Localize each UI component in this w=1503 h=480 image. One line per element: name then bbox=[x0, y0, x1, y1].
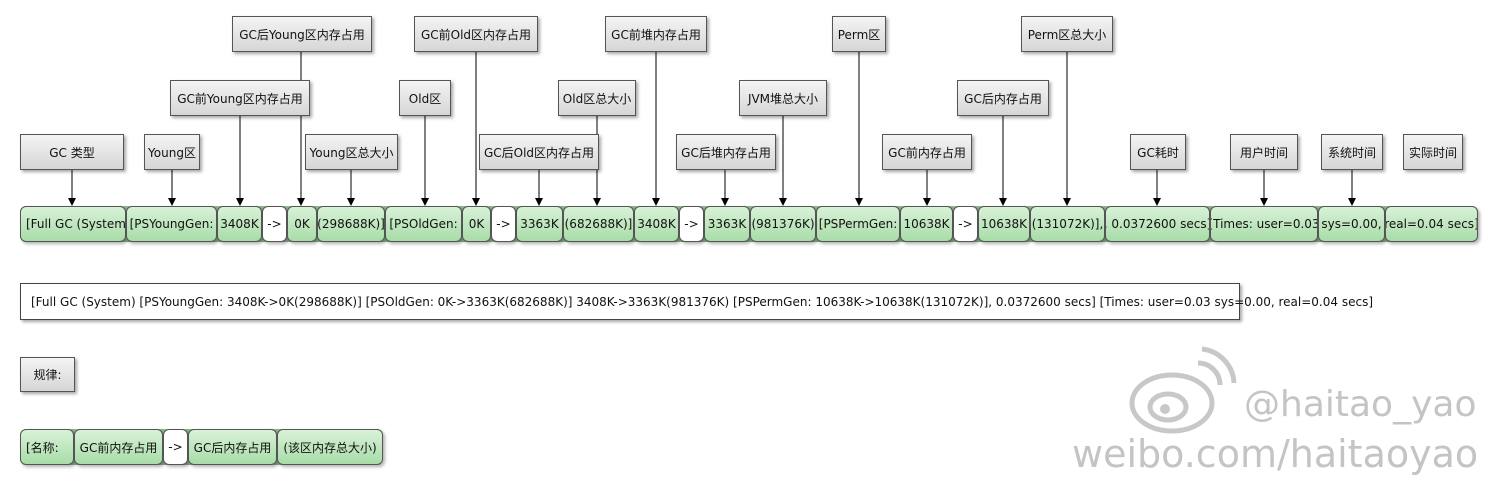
full-log-line: [Full GC (System) [PSYoungGen: 3408K->0K… bbox=[20, 283, 1373, 320]
rule-segment-arrow: -> bbox=[163, 429, 188, 465]
segment-perm-total: (131072K)], bbox=[1030, 206, 1105, 242]
label-gc-before-heap-usage: GC前堆内存占用 bbox=[605, 16, 707, 52]
label-gc-after-perm-usage: GC后内存占用 bbox=[957, 80, 1049, 116]
label-gc-before-old-usage: GC前Old区内存占用 bbox=[414, 16, 538, 52]
rule-segment-total: (该区内存总大小) bbox=[277, 429, 383, 465]
rule-segment-before: GC前内存占用 bbox=[74, 429, 163, 465]
segment-old-after: 3363K bbox=[516, 206, 563, 242]
segment-heap-before: 3408K bbox=[634, 206, 679, 242]
label-perm: Perm区 bbox=[832, 16, 886, 52]
label-old: Old区 bbox=[399, 80, 451, 116]
label-real-time: 实际时间 bbox=[1403, 134, 1463, 170]
segment-perm-before: 10638K bbox=[900, 206, 953, 242]
segment-gc-time: , 0.0372600 secs] bbox=[1105, 206, 1210, 242]
segment-arrow-heap: -> bbox=[679, 206, 704, 242]
label-gc-time: GC耗时 bbox=[1130, 134, 1186, 170]
segment-heap-total: (981376K) bbox=[750, 206, 816, 242]
segment-young-before: 3408K bbox=[217, 206, 262, 242]
segment-real-time: real=0.04 secs] bbox=[1385, 206, 1478, 242]
segment-psoldgen: [PSOldGen: bbox=[385, 206, 462, 242]
label-young-total: Young区总大小 bbox=[305, 134, 398, 170]
watermark-url: weibo.com/haitaoyao bbox=[1072, 432, 1479, 476]
label-gc-before-young-usage: GC前Young区内存占用 bbox=[170, 80, 310, 116]
segment-arrow-young: -> bbox=[262, 206, 287, 242]
label-gc-after-old-usage: GC后Old区内存占用 bbox=[479, 134, 599, 170]
label-gc-after-young-usage: GC后Young区内存占用 bbox=[232, 16, 372, 52]
label-young: Young区 bbox=[144, 134, 200, 170]
weibo-logo-icon bbox=[1129, 346, 1237, 434]
segment-psyounggen: [PSYoungGen: bbox=[126, 206, 217, 242]
rule-segment-name: [名称: bbox=[20, 429, 74, 465]
segment-user-time: [Times: user=0.03 bbox=[1210, 206, 1318, 242]
segment-old-before: 0K bbox=[462, 206, 491, 242]
segment-heap-after: 3363K bbox=[704, 206, 750, 242]
segment-arrow-perm: -> bbox=[953, 206, 978, 242]
segment-sys-time: sys=0.00, bbox=[1318, 206, 1385, 242]
label-gc-type: GC 类型 bbox=[20, 134, 124, 170]
watermark-handle: @haitao_yao bbox=[1244, 384, 1477, 425]
label-old-total: Old区总大小 bbox=[558, 80, 636, 116]
rule-segment-after: GC后内存占用 bbox=[188, 429, 277, 465]
label-perm-total: Perm区总大小 bbox=[1021, 16, 1113, 52]
segment-arrow-old: -> bbox=[491, 206, 516, 242]
label-user-time: 用户时间 bbox=[1230, 134, 1298, 170]
segment-young-after: 0K bbox=[287, 206, 317, 242]
segment-pspermgen: [PSPermGen: bbox=[816, 206, 900, 242]
segment-old-total: (682688K)] bbox=[563, 206, 634, 242]
label-gc-after-heap-usage: GC后堆内存占用 bbox=[676, 134, 776, 170]
label-sys-time: 系统时间 bbox=[1321, 134, 1383, 170]
label-jvm-heap-total: JVM堆总大小 bbox=[739, 80, 827, 116]
rule-label: 规律: bbox=[20, 357, 75, 392]
segment-full-gc: [Full GC (System) bbox=[20, 206, 126, 242]
segment-young-total: (298688K)] bbox=[317, 206, 385, 242]
segment-perm-after: 10638K bbox=[978, 206, 1030, 242]
label-gc-before-perm-usage: GC前内存占用 bbox=[882, 134, 972, 170]
